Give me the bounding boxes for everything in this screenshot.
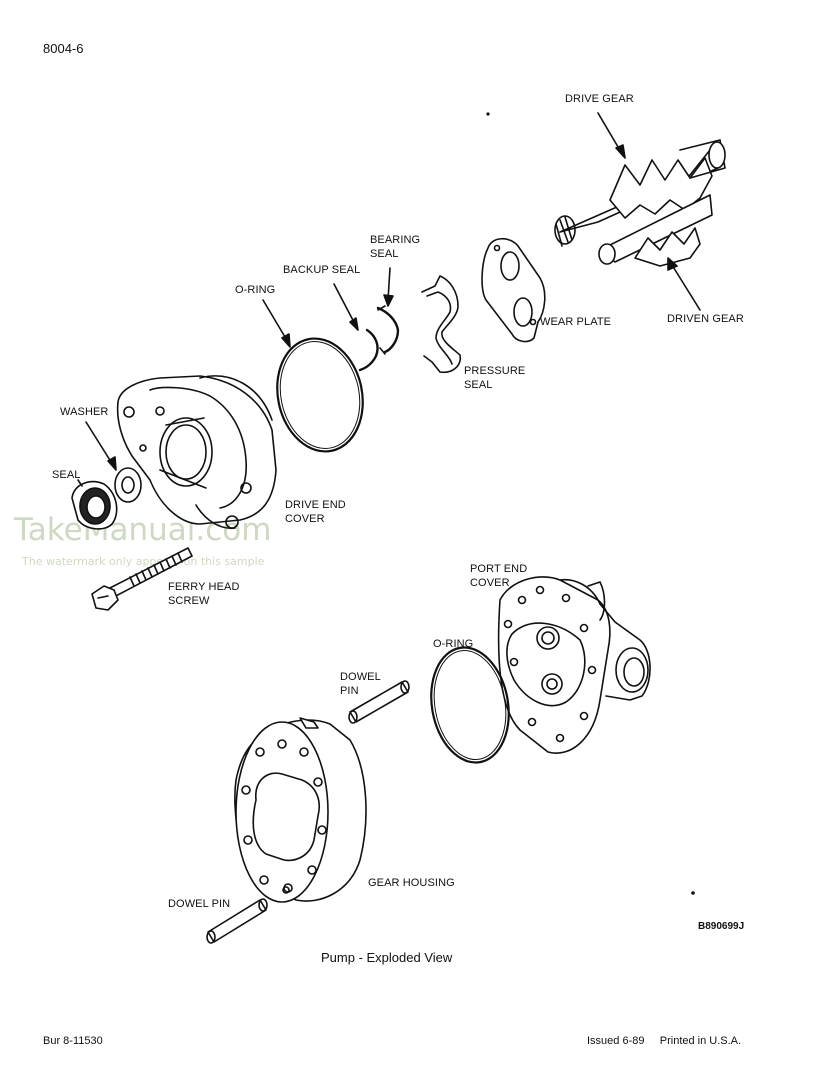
- gear-housing-part: [234, 717, 367, 903]
- label-seal: SEAL: [52, 469, 81, 481]
- label-dowel-pin-top-line1: DOWEL: [340, 671, 381, 683]
- label-port-end-cover-line2: COVER: [470, 577, 510, 589]
- dowel-pin-top-part: [348, 680, 410, 724]
- label-backup-seal: BACKUP SEAL: [283, 264, 361, 276]
- drive-gear-arrow: [597, 112, 622, 153]
- dowel-pin-bottom-part: [206, 898, 268, 944]
- drive-gear-part: [554, 139, 726, 267]
- label-bearing-seal-line2: SEAL: [370, 248, 399, 260]
- label-o-ring-top: O-RING: [235, 284, 276, 296]
- label-ferry-head-screw-line1: FERRY HEAD: [168, 581, 240, 593]
- label-washer: WASHER: [60, 406, 109, 418]
- label-bearing-seal-line1: BEARING: [370, 234, 421, 246]
- footer-left: Bur 8-11530: [43, 1035, 103, 1047]
- label-o-ring-bottom: O-RING: [433, 638, 474, 650]
- label-gear-housing: GEAR HOUSING: [368, 877, 455, 889]
- backup-seal-part: [358, 328, 379, 372]
- label-drive-end-cover-line1: DRIVE END: [285, 499, 346, 511]
- seal-part: [71, 480, 118, 530]
- figure-caption: Pump - Exploded View: [321, 950, 453, 965]
- label-dowel-pin-top-line2: PIN: [340, 685, 359, 697]
- washer-part: [114, 467, 142, 503]
- label-wear-plate: WEAR PLATE: [540, 316, 612, 328]
- pressure-seal-part: [421, 275, 462, 374]
- drive-end-cover-part: [116, 375, 277, 530]
- figure-id: B890699J: [698, 921, 745, 932]
- bearing-seal-part: [376, 306, 400, 354]
- o-ring-top-part: [276, 337, 364, 453]
- footer-right: Issued 6-89 Printed in U.S.A.: [587, 1035, 742, 1047]
- o-ring-bottom-part: [430, 646, 510, 764]
- label-pressure-seal-line1: PRESSURE: [464, 365, 526, 377]
- label-ferry-head-screw-line2: SCREW: [168, 595, 210, 607]
- wear-plate-part: [481, 237, 546, 343]
- label-driven-gear: DRIVEN GEAR: [667, 313, 744, 325]
- label-port-end-cover-line1: PORT END: [470, 563, 528, 575]
- page-number: 8004-6: [43, 41, 84, 56]
- label-drive-gear: DRIVE GEAR: [565, 93, 634, 105]
- label-pressure-seal-line2: SEAL: [464, 379, 493, 391]
- port-end-cover-part: [497, 576, 651, 754]
- label-dowel-pin-bottom: DOWEL PIN: [168, 898, 231, 910]
- label-drive-end-cover-line2: COVER: [285, 513, 325, 525]
- ferry-head-screw-part: [91, 547, 193, 611]
- driven-gear-arrow: [671, 264, 701, 311]
- watermark-subtext: The watermark only appears on this sampl…: [22, 555, 265, 568]
